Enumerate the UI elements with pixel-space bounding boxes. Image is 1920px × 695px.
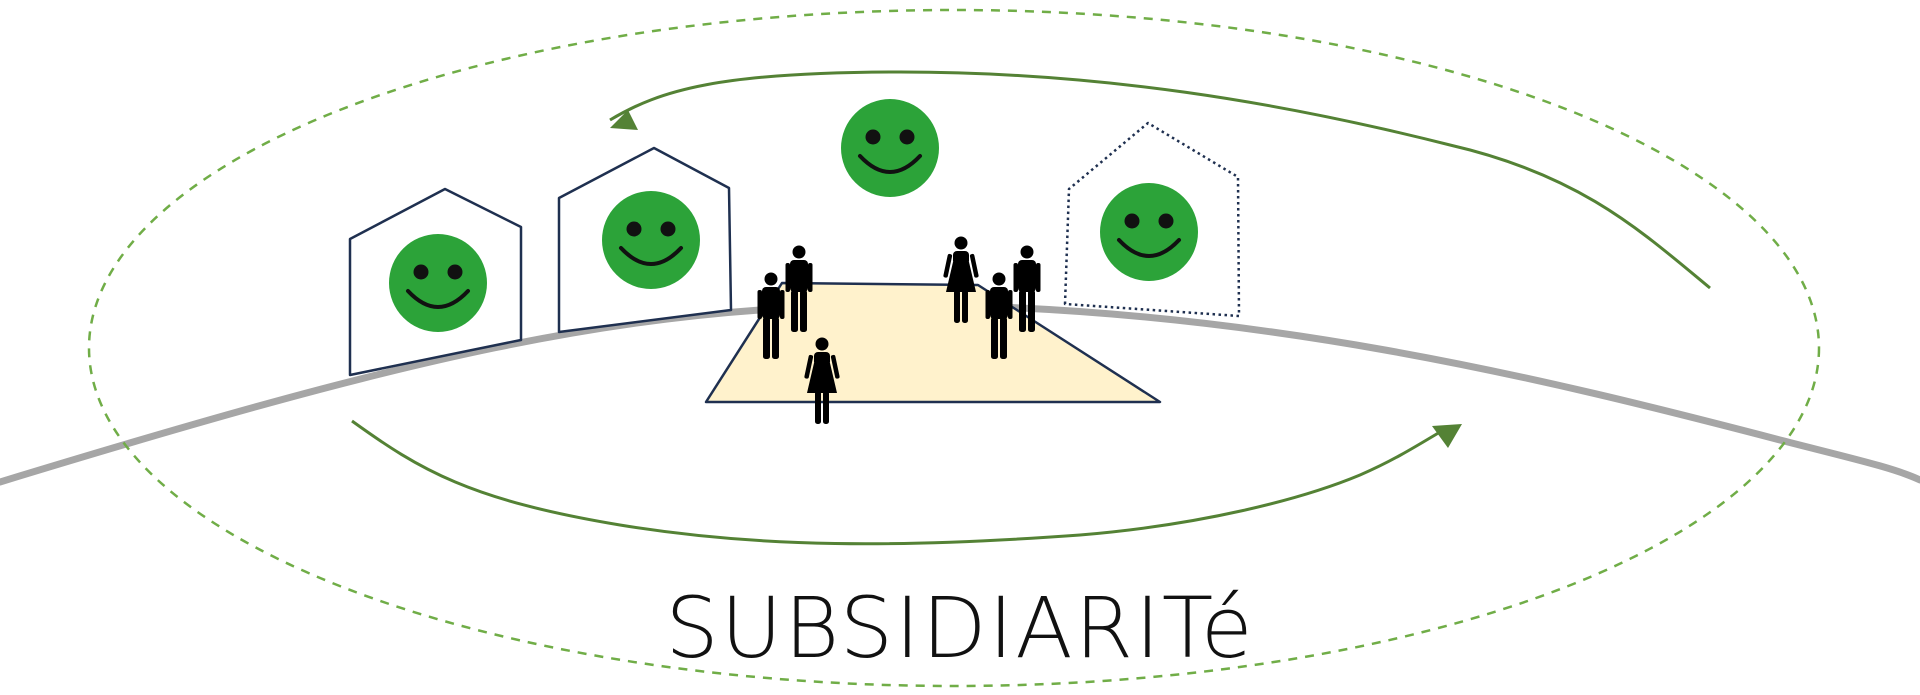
diagram-title: SUBSIDIARITé <box>665 579 1255 677</box>
smiley-face-icon <box>1098 181 1200 283</box>
ground-curve <box>0 301 1920 486</box>
smiley-face-icon <box>387 232 489 334</box>
bottom-arrow <box>351 419 1441 546</box>
smiley-face-icon <box>600 189 702 291</box>
top-arrow <box>609 70 1711 290</box>
subsidiarity-boundary-ellipse <box>87 8 1821 688</box>
arrow-head-icon <box>1432 424 1462 448</box>
smiley-face-icon <box>839 97 941 199</box>
arrow-head-icon <box>610 110 638 130</box>
